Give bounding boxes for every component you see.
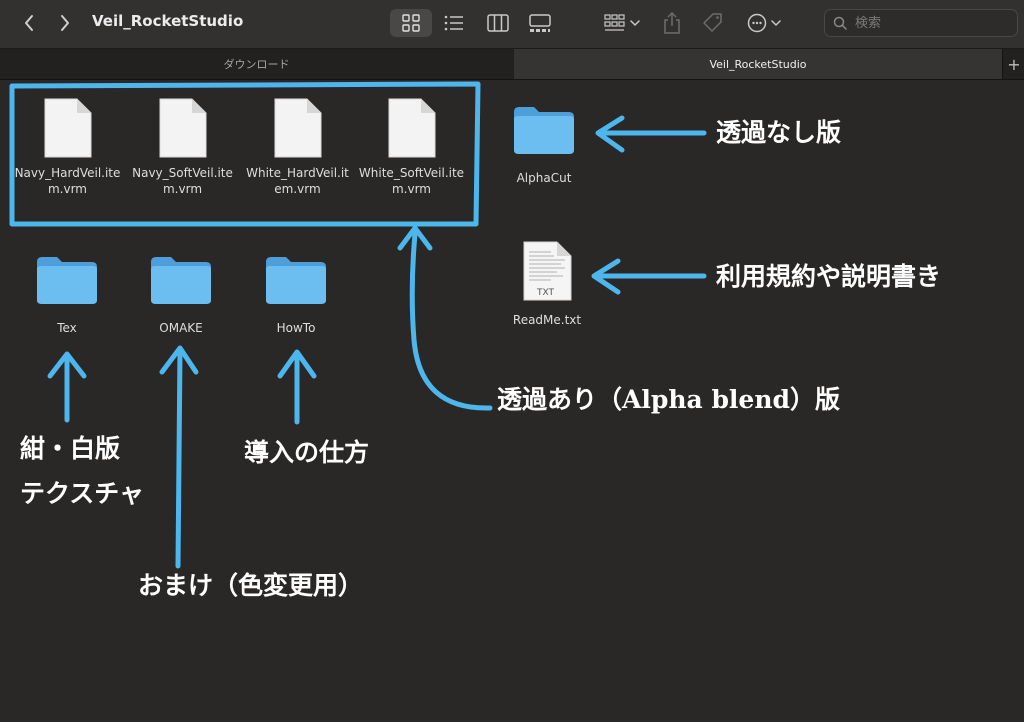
- window-title: Veil_RocketStudio: [92, 12, 244, 30]
- tab-bar: ダウンロード Veil_RocketStudio +: [0, 49, 1024, 80]
- arrow-omake: [175, 347, 183, 569]
- note-alphacut: 透過なし版: [716, 118, 842, 147]
- note-alpha-blend: 透過あり（Alpha blend）版: [497, 385, 840, 414]
- folder-howto[interactable]: HowTo: [244, 254, 348, 336]
- folder-icon: [266, 257, 326, 304]
- note-tex-line2: テクスチャ: [20, 479, 145, 508]
- note-tex-line1: 紺・白版: [20, 434, 121, 463]
- note-omake: おまけ（色変更用）: [138, 571, 364, 600]
- ellipsis-circle-icon: [747, 13, 781, 33]
- note-howto: 導入の仕方: [244, 438, 370, 467]
- txt-badge: TXT: [537, 288, 555, 298]
- grid-view-icon: [402, 14, 420, 32]
- group-by-icon: [604, 14, 640, 31]
- group-button[interactable]: [600, 10, 644, 36]
- document-icon: [274, 98, 321, 158]
- folder-name: AlphaCut: [516, 171, 572, 185]
- folder-tex[interactable]: Tex: [15, 254, 119, 336]
- column-view-icon: [487, 14, 509, 32]
- plus-icon: +: [1007, 54, 1021, 74]
- folder-icon: [514, 107, 574, 154]
- file-name: ReadMe.txt: [512, 313, 582, 327]
- column-view-button[interactable]: [478, 9, 518, 37]
- document-icon: [44, 98, 91, 158]
- folder-omake[interactable]: OMAKE: [129, 254, 233, 336]
- tag-icon: [703, 13, 722, 32]
- folder-name: OMAKE: [159, 321, 203, 335]
- tag-button[interactable]: [700, 10, 726, 36]
- note-readme: 利用規約や説明書き: [716, 262, 942, 291]
- grid-view-button[interactable]: [390, 9, 432, 37]
- search-icon: [833, 16, 847, 30]
- chevron-left-icon: [25, 15, 33, 31]
- tab-veil-rocketstudio[interactable]: Veil_RocketStudio: [514, 49, 1002, 79]
- list-view-icon: [444, 15, 463, 31]
- back-button[interactable]: [18, 12, 40, 34]
- folder-name: HowTo: [276, 321, 316, 335]
- folder-icon: [37, 257, 97, 304]
- document-icon: [388, 98, 435, 158]
- file-readme[interactable]: ReadMe.txt: [495, 240, 599, 328]
- tab-label: ダウンロード: [223, 58, 290, 71]
- share-button[interactable]: [660, 10, 684, 36]
- toolbar: Veil_RocketStudio: [0, 0, 1024, 49]
- arrow-alpha-blend: [409, 231, 493, 411]
- chevron-right-icon: [61, 15, 69, 31]
- list-view-button[interactable]: [434, 9, 474, 37]
- folder-name: Tex: [57, 321, 77, 335]
- more-actions-button[interactable]: [744, 10, 786, 36]
- folder-alphacut[interactable]: AlphaCut: [492, 104, 596, 186]
- tab-label: Veil_RocketStudio: [709, 57, 807, 71]
- tab-downloads[interactable]: ダウンロード: [0, 49, 513, 79]
- folder-icon: [151, 257, 211, 304]
- gallery-view-icon: [529, 14, 551, 32]
- gallery-view-button[interactable]: [520, 9, 560, 37]
- search-field[interactable]: [824, 9, 1018, 37]
- document-icon: [159, 98, 206, 158]
- text-document-icon: [523, 241, 572, 301]
- share-icon: [664, 11, 680, 34]
- new-tab-button[interactable]: +: [1002, 49, 1024, 79]
- search-input[interactable]: [853, 14, 1007, 32]
- forward-button[interactable]: [54, 12, 76, 34]
